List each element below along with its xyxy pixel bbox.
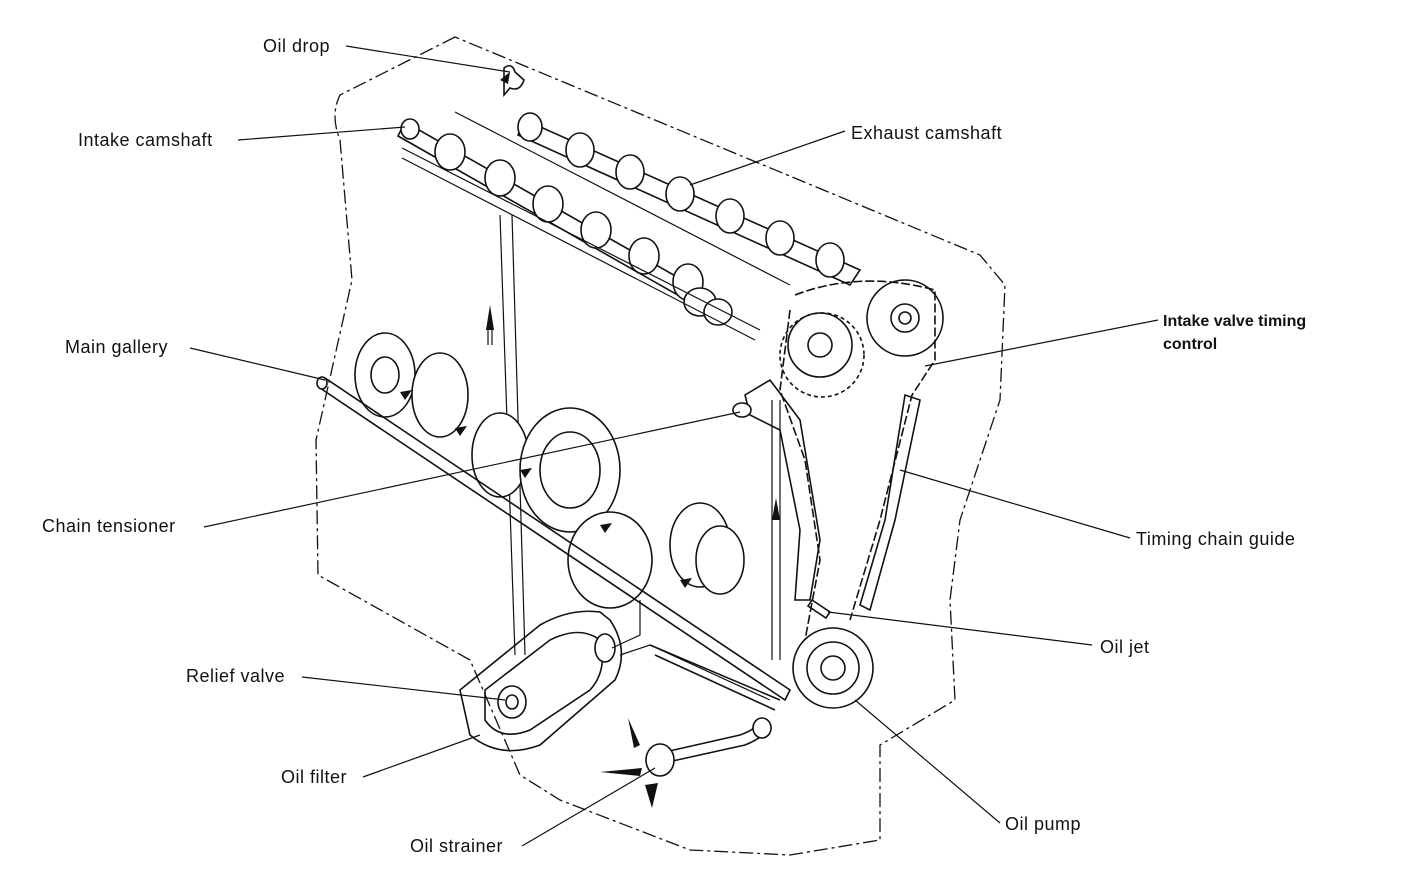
chain-tensioner-drawing <box>744 378 821 601</box>
label-intake-valve-timing-line1: Intake valve timing <box>1163 313 1307 330</box>
intake-camshaft-drawing <box>396 118 733 326</box>
timing-chain-drawing <box>779 280 936 641</box>
label-intake-valve-timing-line2: control <box>1163 336 1218 353</box>
label-oil-strainer: Oil strainer <box>410 836 504 856</box>
leader-timing-chain-guide <box>899 469 1131 539</box>
label-chain-tensioner: Chain tensioner <box>42 516 176 536</box>
label-exhaust-camshaft: Exhaust camshaft <box>851 123 1003 143</box>
label-timing-chain-guide: Timing chain guide <box>1136 529 1296 549</box>
leader-oil-pump <box>854 699 1001 824</box>
label-oil-drop: Oil drop <box>263 36 331 56</box>
leader-oil-drop <box>345 45 511 73</box>
oil-strainer-pipe-drawing <box>664 717 769 763</box>
leader-oil-filter <box>362 734 481 778</box>
oil-filter-drawing <box>459 610 623 752</box>
crankshaft-drawing <box>354 332 745 609</box>
leader-intake-valve-timing <box>924 319 1159 367</box>
timing-chain-guide-drawing <box>859 393 921 612</box>
oil-drop-drawing <box>503 64 525 98</box>
sprockets-drawing <box>779 279 944 709</box>
label-oil-jet: Oil jet <box>1100 637 1150 657</box>
label-relief-valve: Relief valve <box>186 666 286 686</box>
engine-block-outline <box>315 36 1006 856</box>
oil-jet-drawing <box>806 598 832 620</box>
label-main-gallery: Main gallery <box>65 337 169 357</box>
label-intake-camshaft: Intake camshaft <box>78 130 213 150</box>
leader-oil-jet <box>827 611 1093 646</box>
leader-chain-tensioner <box>203 411 741 528</box>
leader-oil-strainer <box>521 767 656 847</box>
leader-relief-valve <box>301 676 506 701</box>
exhaust-camshaft-drawing <box>516 112 862 287</box>
label-oil-pump: Oil pump <box>1005 814 1082 834</box>
leader-intake-camshaft <box>237 126 406 141</box>
oil-strainer-drawing <box>645 743 675 777</box>
leader-exhaust-camshaft <box>689 130 846 186</box>
leader-main-gallery <box>189 347 326 381</box>
label-oil-filter: Oil filter <box>281 767 348 787</box>
